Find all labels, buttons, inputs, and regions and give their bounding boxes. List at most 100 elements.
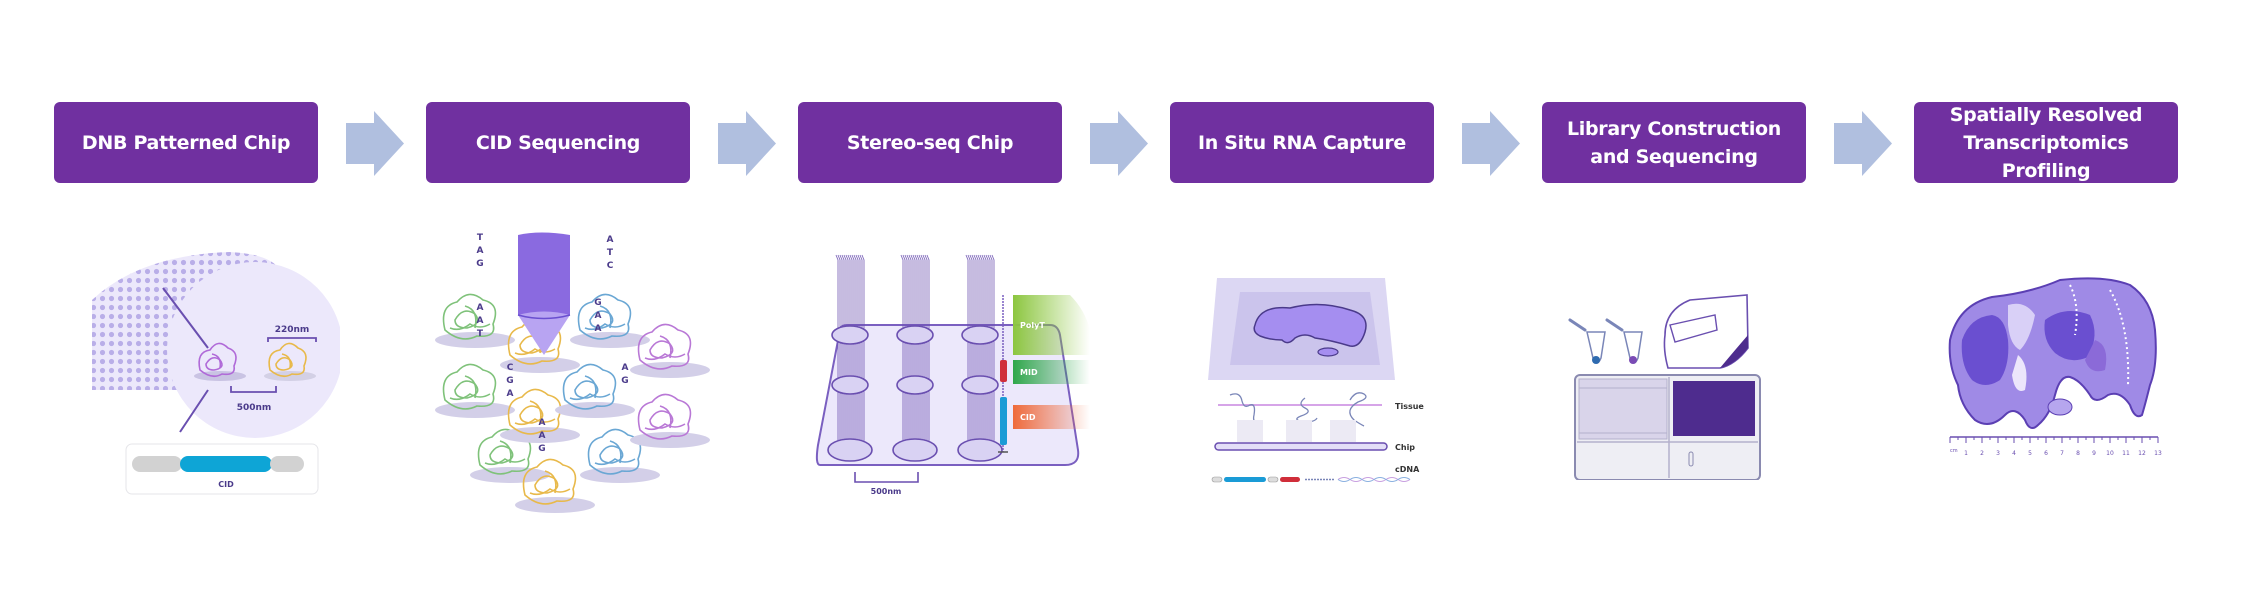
step-label: In Situ RNA Capture: [1197, 131, 1406, 154]
ruler-tick-label: 5: [2028, 450, 2032, 457]
base-letter: C: [607, 261, 614, 271]
tissue-embryo-image: [1948, 277, 2157, 430]
base-letter: G: [506, 376, 513, 386]
ruler-tick-label: 2: [1980, 450, 1984, 457]
step-spatial-profiling: Spatially Resolved Transcriptomics Profi…: [1914, 102, 2178, 183]
ruler-tick-label: 9: [2092, 450, 2096, 457]
capture-spot: [827, 438, 873, 462]
step-label: DNB Patterned Chip: [81, 131, 291, 154]
library-illustration: [1565, 280, 1785, 480]
right-arrow-icon: [1090, 111, 1148, 176]
base-letter: A: [477, 246, 484, 256]
dnb-cluster-icon: [442, 363, 497, 410]
dnb-cluster-icon: [577, 293, 632, 340]
capture-spot: [957, 438, 1003, 462]
rna-capture-illustration: Tissue Chip cDNA: [1200, 270, 1460, 490]
base-letter: A: [477, 303, 484, 313]
base-letter: A: [622, 363, 629, 373]
base-letter: A: [539, 431, 546, 441]
step-in-situ-rna-capture: In Situ RNA Capture: [1170, 102, 1434, 183]
ruler-tick-label: 4: [2012, 450, 2016, 457]
cid-sequencing-illustration: TAGAATCGATCGAAGATCGAAAG: [430, 230, 710, 520]
base-letter: A: [595, 324, 602, 334]
chip-pitch-label: 500nm: [871, 487, 902, 496]
stereo-seq-chip-illustration: 500nm PolyT MID CID: [810, 240, 1090, 500]
right-arrow-icon: [346, 111, 404, 176]
cdna-strand: [1211, 476, 1411, 483]
bench-cabinet: [1574, 374, 1761, 480]
ruler-tick-label: 7: [2060, 450, 2064, 457]
dnb-purple-icon: [198, 342, 237, 378]
mid-segment: [1000, 360, 1007, 382]
ruler-tick-label: 11: [2122, 450, 2130, 457]
base-letter: T: [607, 248, 614, 258]
capture-spot: [961, 325, 999, 345]
capture-spot: [896, 325, 934, 345]
dnb-cluster-icon: [637, 323, 692, 370]
base-letter: A: [477, 316, 484, 326]
dnb-cluster-icon: [477, 428, 532, 475]
base-letter: G: [594, 298, 601, 308]
base-letter: G: [621, 376, 628, 386]
ruler-unit: cm: [1950, 448, 1958, 454]
dnb-yellow-icon: [268, 342, 307, 378]
cdna-label: cDNA: [1395, 465, 1420, 474]
dnb-cluster-icon: [522, 458, 577, 505]
step-label: CID Sequencing: [475, 131, 641, 154]
step-dnb-patterned-chip: DNB Patterned Chip: [54, 102, 318, 183]
dnb-cluster-icon: [562, 363, 617, 410]
sequencing-probe-icon: [517, 232, 571, 355]
dnb-pitch-label: 500nm: [237, 403, 272, 413]
right-arrow-icon: [1462, 111, 1520, 176]
base-letter: A: [539, 418, 546, 428]
polyt-band: [1013, 295, 1090, 355]
step-label: Stereo-seq Chip: [846, 131, 1014, 154]
polyt-label: PolyT: [1020, 321, 1045, 330]
mid-band: [1013, 360, 1090, 384]
step-stereo-seq-chip: Stereo-seq Chip: [798, 102, 1062, 183]
base-letter: A: [507, 389, 514, 399]
base-letter: A: [595, 311, 602, 321]
base-letter: A: [607, 235, 614, 245]
capture-spot: [896, 375, 934, 395]
ruler-tick-label: 8: [2076, 450, 2080, 457]
right-arrow-icon: [1834, 111, 1892, 176]
dnb-size-label: 220nm: [275, 325, 310, 335]
dnb-cluster-icon: [507, 388, 562, 435]
chip-label: Chip: [1395, 443, 1415, 452]
capture-spot: [831, 325, 869, 345]
step-cid-sequencing: CID Sequencing: [426, 102, 690, 183]
step-library-construction: Library Construction and Sequencing: [1542, 102, 1806, 183]
tissue-section: [1253, 303, 1367, 347]
sequencer-icon: [1663, 294, 1749, 369]
cid-segment: [1000, 397, 1007, 445]
ruler-tick-label: 3: [1996, 450, 2000, 457]
cid-band: [1013, 405, 1090, 429]
step-label: Spatially Resolved Transcriptomics Profi…: [1949, 103, 2143, 182]
dnb-cluster-icon: [442, 293, 497, 340]
capture-spot: [892, 438, 938, 462]
base-letter: C: [507, 363, 514, 373]
tube-purple-icon: [1605, 318, 1643, 364]
base-letter: T: [477, 233, 484, 243]
right-arrow-icon: [718, 111, 776, 176]
dnb-chip-illustration: 220nm 500nm CID: [80, 240, 340, 500]
base-letter: T: [477, 329, 484, 339]
capture-spot: [831, 375, 869, 395]
ruler-tick-label: 1: [1964, 450, 1968, 457]
base-letter: G: [476, 259, 483, 269]
cid-label: CID: [1020, 413, 1036, 422]
ruler-tick-label: 6: [2044, 450, 2048, 457]
dnb-cid-label: CID: [218, 480, 234, 489]
step-label: Library Construction and Sequencing: [1566, 117, 1782, 168]
dnb-cluster-icon: [637, 393, 692, 440]
ruler-tick-label: 12: [2138, 450, 2146, 457]
tissue-label: Tissue: [1395, 402, 1424, 411]
capture-spot: [961, 375, 999, 395]
base-letter: G: [538, 444, 545, 454]
ruler-tick-label: 13: [2154, 450, 2162, 457]
tube-blue-icon: [1568, 318, 1606, 364]
mid-label: MID: [1020, 368, 1038, 377]
